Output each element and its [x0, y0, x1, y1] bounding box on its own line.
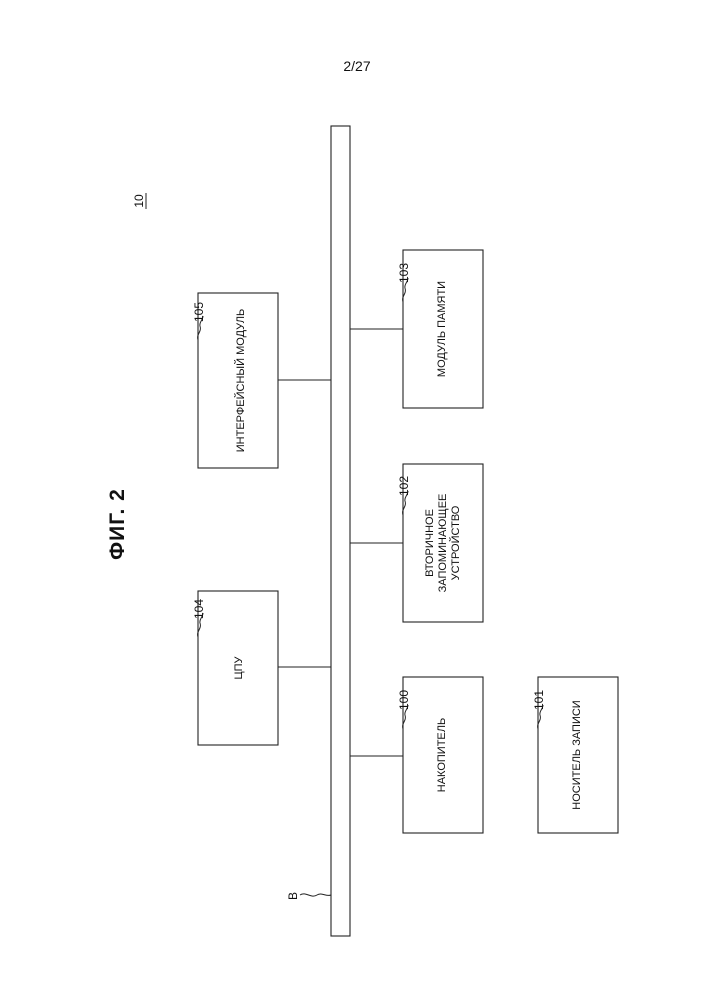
secondary-storage-label-line3: УСТРОЙСТВО	[449, 505, 462, 580]
bus: В	[286, 126, 350, 936]
block-recording-medium: НОСИТЕЛЬ ЗАПИСИ 101	[532, 677, 618, 833]
secondary-storage-ref: 102	[397, 476, 411, 496]
page-number: 2/27	[343, 58, 370, 74]
system-reference: 10	[132, 193, 146, 209]
block-interface-module: ИНТЕРФЕЙСНЫЙ МОДУЛЬ 105	[192, 293, 278, 468]
bus-bar	[331, 126, 350, 936]
block-secondary-storage: ВТОРИЧНОЕ ЗАПОМИНАЮЩЕЕ УСТРОЙСТВО 102	[397, 464, 483, 622]
recording-medium-ref: 101	[532, 690, 546, 710]
system-ref-label: 10	[132, 194, 146, 208]
bus-leader-line	[300, 894, 331, 896]
block-cpu: ЦПУ 104	[192, 591, 278, 745]
secondary-storage-label-line2: ЗАПОМИНАЮЩЕЕ	[437, 494, 449, 593]
cpu-ref: 104	[192, 599, 206, 619]
memory-module-label: МОДУЛЬ ПАМЯТИ	[436, 281, 448, 377]
interface-module-ref: 105	[192, 302, 206, 322]
memory-module-ref: 103	[397, 263, 411, 283]
block-storage: НАКОПИТЕЛЬ 100	[397, 677, 483, 833]
figure-title: ФИГ. 2	[106, 488, 129, 560]
bus-ref-label: В	[286, 892, 300, 900]
cpu-label: ЦПУ	[233, 655, 245, 679]
storage-label: НАКОПИТЕЛЬ	[436, 718, 448, 792]
recording-medium-label: НОСИТЕЛЬ ЗАПИСИ	[571, 700, 583, 809]
interface-module-label: ИНТЕРФЕЙСНЫЙ МОДУЛЬ	[234, 309, 247, 452]
block-memory-module: МОДУЛЬ ПАМЯТИ 103	[397, 250, 483, 408]
storage-ref: 100	[397, 690, 411, 710]
secondary-storage-label-line1: ВТОРИЧНОЕ	[424, 509, 436, 577]
